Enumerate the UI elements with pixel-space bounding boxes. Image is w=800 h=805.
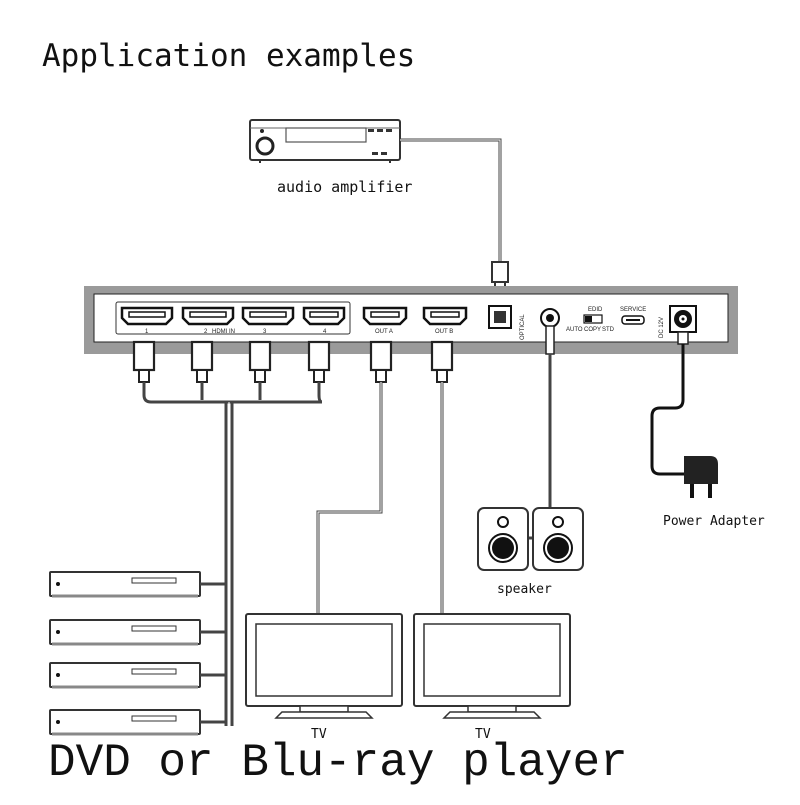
power-adapter — [684, 456, 718, 498]
speaker-cable — [529, 325, 555, 540]
edid-mode-auto: AUTO — [566, 327, 583, 333]
hdmi-in-label: HDMI IN — [212, 329, 235, 335]
hdmi-in-number-2: 2 — [204, 329, 208, 335]
edid-label: EDID — [588, 307, 603, 313]
diagram-title: Application examples — [42, 38, 415, 74]
hdmi-in-connector-3 — [248, 340, 272, 383]
hdmi-in-port-2 — [181, 306, 235, 326]
service-port — [621, 315, 645, 325]
optical-label: OPTICAL — [520, 314, 526, 340]
speaker-left — [477, 507, 529, 571]
service-label: SERVICE — [620, 307, 646, 313]
source-label: DVD or Blu-ray player — [48, 737, 628, 789]
amplifier-label: audio amplifier — [277, 178, 412, 196]
hdmi-in-connector-1 — [132, 340, 156, 383]
tv-a — [245, 613, 403, 719]
hdmi-in-port-3 — [241, 306, 295, 326]
player-4 — [49, 709, 226, 736]
out-b-label: OUT B — [435, 329, 453, 335]
player-1 — [49, 571, 226, 598]
input-cable-bundle — [142, 382, 323, 726]
edid-mode-std: STD — [602, 327, 615, 333]
hdmi-in-connector-2 — [190, 340, 214, 383]
out-a-label: OUT A — [375, 329, 393, 335]
hdmi-out-b-connector — [430, 340, 454, 615]
dc-label: DC 12V — [659, 317, 665, 338]
hdmi-in-connector-4 — [307, 340, 331, 383]
edid-mode-copy: COPY — [584, 327, 601, 333]
hdmi-out-b-port — [422, 306, 468, 326]
power-adapter-label: Power Adapter — [663, 514, 765, 529]
hdmi-in-port-1 — [120, 306, 174, 326]
hdmi-out-a-connector — [316, 340, 393, 615]
hdmi-out-a-port — [362, 306, 408, 326]
edid-switch — [583, 314, 603, 324]
hdmi-in-port-4 — [302, 306, 346, 326]
hdmi-in-number-3: 3 — [263, 329, 267, 335]
power-cable — [650, 331, 689, 476]
audio-jack — [540, 308, 560, 328]
hdmi-in-number-4: 4 — [323, 329, 327, 335]
tv-a-label: TV — [311, 727, 327, 742]
audio-amplifier — [249, 119, 401, 163]
player-3 — [49, 662, 226, 689]
optical-port — [488, 305, 512, 329]
hdmi-in-number-1: 1 — [145, 329, 149, 335]
speaker-label: speaker — [497, 582, 552, 597]
speaker-right — [532, 507, 584, 571]
player-2 — [49, 619, 226, 646]
power-port — [669, 305, 697, 333]
hdmi-in-connectors — [132, 340, 331, 383]
tv-b-label: TV — [475, 727, 491, 742]
tv-b — [413, 613, 571, 719]
